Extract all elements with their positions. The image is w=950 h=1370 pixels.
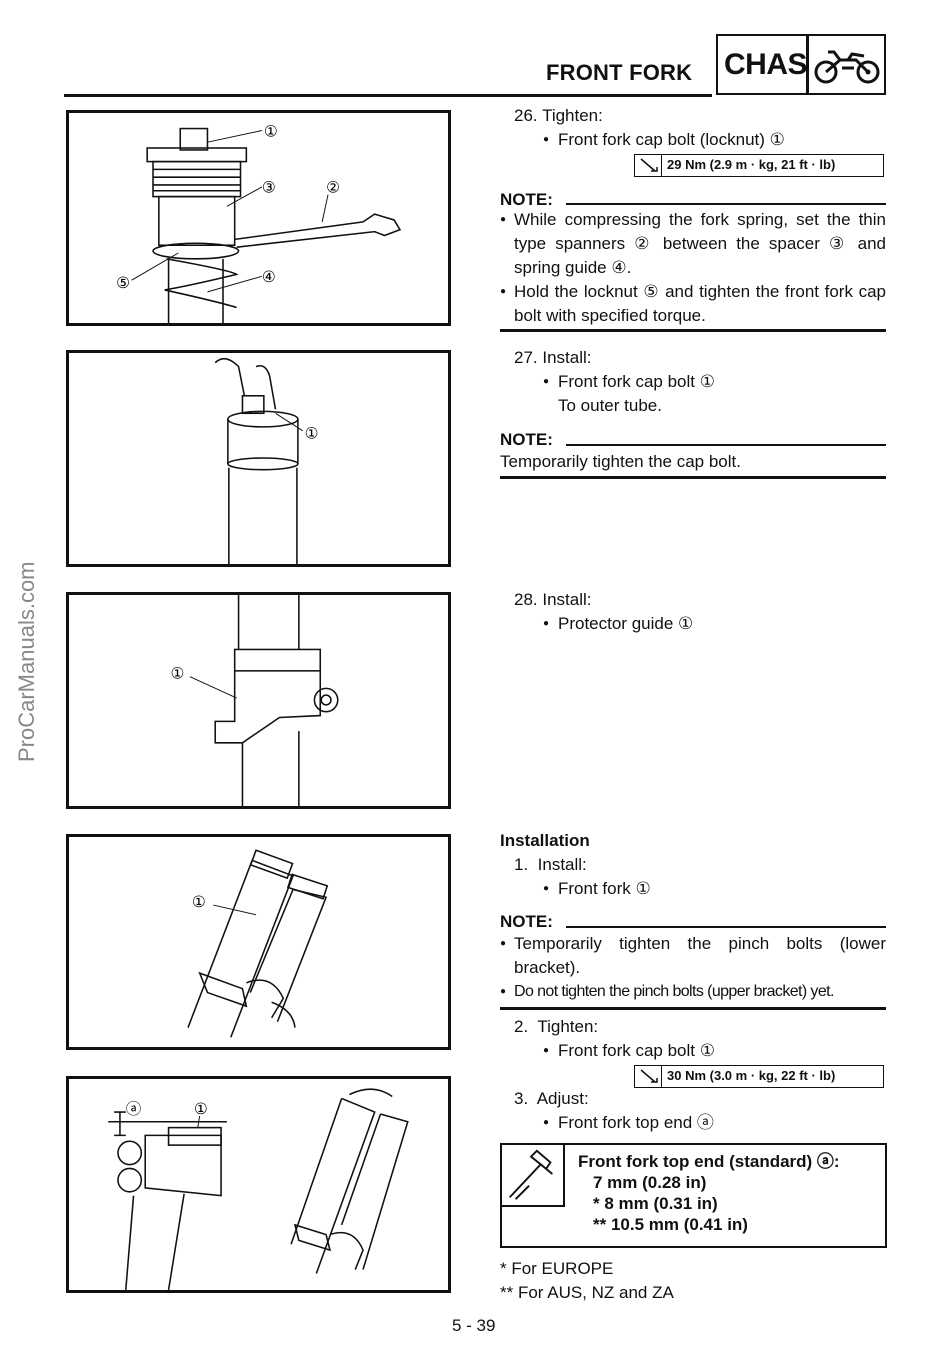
note-text: While compressing the fork spring, set t… xyxy=(514,210,886,277)
note-label: NOTE: xyxy=(500,430,553,449)
install-step-2: 2. Tighten: xyxy=(514,1015,598,1039)
note-text: Do not tighten the pinch bolts (upper br… xyxy=(514,983,834,1000)
note1-bullet-2: ●Hold the locknut ⑤ and tighten the fron… xyxy=(500,282,886,325)
figure-protector-guide: ① xyxy=(66,592,451,809)
note-text: Hold the locknut ⑤ and tighten the front… xyxy=(514,282,886,325)
callout-1: ① xyxy=(192,894,206,911)
step-27-item: Front fork cap bolt ① xyxy=(543,370,715,394)
step-26-item: Front fork cap bolt (locknut) ① xyxy=(543,128,785,152)
callout-1: ① xyxy=(264,123,278,140)
spec-value-europe: * 8 mm (0.31 in) xyxy=(593,1194,718,1213)
note-label: NOTE: xyxy=(500,912,553,931)
figure-fork-top-end: ⓐ ① xyxy=(66,1076,451,1293)
torque-wrench-icon xyxy=(635,155,662,176)
footnote-2: ** For AUS, NZ and ZA xyxy=(500,1283,674,1302)
step-action: Install: xyxy=(542,348,592,367)
section-badge: CHAS xyxy=(716,34,886,95)
caliper-icon xyxy=(502,1145,565,1207)
callout-2: ② xyxy=(326,180,340,197)
step-number: 28. xyxy=(514,590,538,609)
note-label: NOTE: xyxy=(500,190,553,209)
callout-3: ③ xyxy=(262,180,276,197)
header-rule xyxy=(64,94,712,97)
callout-a: ⓐ xyxy=(126,1100,142,1118)
callout-1: ① xyxy=(194,1101,208,1118)
motorcycle-icon xyxy=(814,50,880,84)
step-number: 26. xyxy=(514,106,538,125)
spec-value-aus: ** 10.5 mm (0.41 in) xyxy=(593,1215,748,1234)
torque-value: 30 Nm (3.0 m · kg, 22 ft · lb) xyxy=(667,1068,836,1083)
note-rule xyxy=(566,203,886,205)
note-rule xyxy=(566,926,886,928)
figure-fork-cap-locknut: ① ③ ② ④ ⑤ xyxy=(66,110,451,326)
torque-wrench-icon xyxy=(635,1066,662,1087)
step-number: 27. xyxy=(514,348,538,367)
step-action: Install: xyxy=(542,590,592,609)
page-number: 5 - 39 xyxy=(452,1316,496,1335)
figure-front-fork-install: ① xyxy=(66,834,451,1050)
step-27: 27. Install: xyxy=(514,346,592,370)
install-step-1-item: Front fork ① xyxy=(543,877,651,901)
step-action: Tighten: xyxy=(542,106,603,125)
step-action: Install: xyxy=(537,855,587,874)
note-text: Temporarily tighten the pinch bolts (low… xyxy=(514,934,886,977)
callout-4: ④ xyxy=(262,269,276,286)
note1-bullet-1: ●While compressing the fork spring, set … xyxy=(500,210,886,277)
section-rule xyxy=(500,1007,886,1010)
note3-bullet-2: ●Do not tighten the pinch bolts (upper b… xyxy=(500,983,834,1000)
note2-text: Temporarily tighten the cap bolt. xyxy=(500,452,741,471)
step-27-sub: To outer tube. xyxy=(558,396,662,415)
note3-bullet-1: ●Temporarily tighten the pinch bolts (lo… xyxy=(500,934,886,977)
section-divider xyxy=(806,36,809,93)
section-label: CHAS xyxy=(724,48,808,81)
step-28-item: Protector guide ① xyxy=(543,612,693,636)
step-action: Tighten: xyxy=(537,1017,599,1036)
figure-cap-bolt-install: ① xyxy=(66,350,451,567)
callout-1: ① xyxy=(305,426,319,443)
page-title: FRONT FORK xyxy=(546,60,693,85)
install-step-2-item: Front fork cap bolt ① xyxy=(543,1039,715,1063)
torque-spec-30nm: 30 Nm (3.0 m · kg, 22 ft · lb) xyxy=(634,1065,884,1088)
section-rule xyxy=(500,329,886,332)
installation-heading: Installation xyxy=(500,831,590,850)
spec-text: Front fork top end (standard) ⓐ: 7 mm (0… xyxy=(578,1151,840,1235)
spec-title: Front fork top end (standard) ⓐ: xyxy=(578,1152,840,1171)
note-rule xyxy=(566,444,886,446)
spec-box-top-end: Front fork top end (standard) ⓐ: 7 mm (0… xyxy=(500,1143,887,1248)
footnote-1: * For EUROPE xyxy=(500,1259,614,1278)
watermark-text: ProCarManuals.com xyxy=(14,561,39,762)
install-step-1: 1. Install: xyxy=(514,853,587,877)
callout-5: ⑤ xyxy=(116,275,130,292)
step-action: Adjust: xyxy=(536,1089,589,1108)
spec-value-standard: 7 mm (0.28 in) xyxy=(593,1173,707,1192)
section-rule xyxy=(500,476,886,479)
step-number: 3. xyxy=(514,1089,529,1108)
step-number: 1. xyxy=(514,855,529,874)
step-number: 2. xyxy=(514,1017,529,1036)
step-26: 26. Tighten: xyxy=(514,104,603,128)
install-step-3: 3. Adjust: xyxy=(514,1087,589,1111)
callout-1: ① xyxy=(171,666,185,683)
torque-spec-29nm: 29 Nm (2.9 m · kg, 21 ft · lb) xyxy=(634,154,884,177)
torque-value: 29 Nm (2.9 m · kg, 21 ft · lb) xyxy=(667,157,836,172)
install-step-3-item: Front fork top end ⓐ xyxy=(543,1111,714,1135)
step-28: 28. Install: xyxy=(514,588,592,612)
